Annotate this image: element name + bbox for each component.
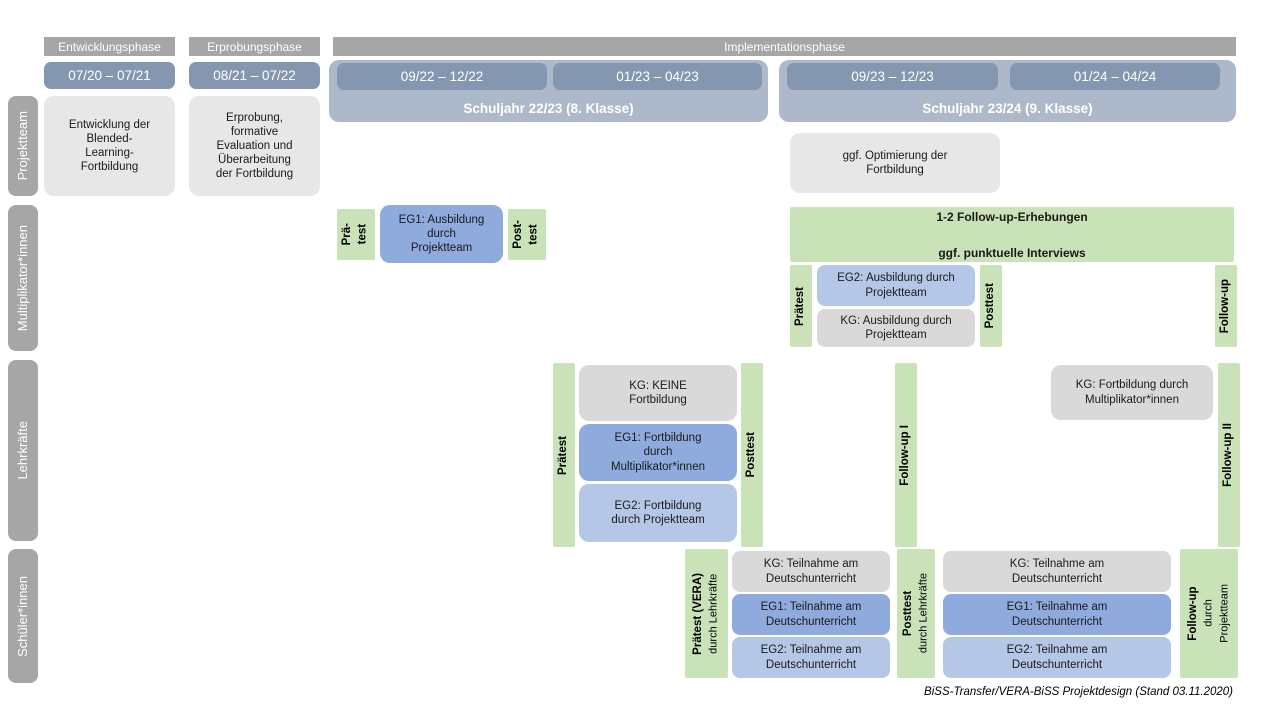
box-kg-teilnahme-2: KG: Teilnahme am Deutschunterricht [943, 551, 1171, 592]
diagram-caption: BiSS-Transfer/VERA-BiSS Projektdesign (S… [924, 686, 1233, 698]
schoolyear-2324-container: 09/23 – 12/23 01/24 – 04/24 Schuljahr 23… [779, 60, 1236, 122]
box-kg-teilnahme-1: KG: Teilnahme am Deutschunterricht [732, 551, 890, 592]
posttest2-text: Posttest [984, 283, 997, 329]
bar-praetest-multiplikatoren-2223: Prä- test [337, 209, 375, 260]
date-bar-0123-0423: 01/23 – 04/23 [553, 63, 762, 90]
followup-schueler-line1: Follow-up [1186, 586, 1199, 641]
box-optimierung-fortbildung: ggf. Optimierung der Fortbildung [790, 133, 1000, 193]
praetest-lehrkraefte-text: Prätest [557, 435, 570, 475]
schoolyear-2324-label: Schuljahr 23/24 (9. Klasse) [922, 101, 1093, 116]
row-label-multiplikatoren-text: Multiplikator*innen [15, 224, 31, 332]
followup-erhebungen-line1: 1-2 Follow-up-Erhebungen [936, 209, 1088, 224]
bar-followup-multiplikatoren: Follow-up [1215, 265, 1237, 347]
praetest-vera-line2: durch Lehrkräfte [707, 573, 720, 654]
posttest-line2: test [528, 224, 540, 245]
box-eg2-teilnahme-2: EG2: Teilnahme am Deutschunterricht [943, 637, 1171, 678]
row-label-projektteam-text: Projektteam [15, 111, 31, 181]
praetest-line1: Prä- [341, 223, 354, 246]
box-eg2-fortbildung-projektteam: EG2: Fortbildung durch Projektteam [579, 484, 737, 542]
praetest-line2: test [357, 224, 369, 245]
date-bar-0821-0722: 08/21 – 07/22 [189, 62, 320, 89]
schoolyear-2223-label: Schuljahr 22/23 (8. Klasse) [463, 101, 634, 116]
box-eg1-fortbildung-multiplikatoren: EG1: Fortbildung durch Multiplikator*inn… [579, 424, 737, 481]
box-followup-erhebungen: 1-2 Follow-up-Erhebungen ggf. punktuelle… [790, 207, 1234, 262]
followup-schueler-line2: durch [1202, 599, 1215, 628]
row-label-lehrkraefte: Lehrkräfte [8, 360, 38, 541]
date-bar-0923-1223: 09/23 – 12/23 [787, 63, 998, 90]
bar-posttest-schueler: Posttest durch Lehrkräfte [897, 549, 935, 678]
bar-posttest-multiplikatoren-2324: Posttest [980, 265, 1002, 347]
posttest-schueler-line2: durch Lehrkräfte [917, 573, 930, 654]
box-kg-ausbildung-projektteam: KG: Ausbildung durch Projektteam [817, 309, 975, 347]
box-eg2-teilnahme-1: EG2: Teilnahme am Deutschunterricht [732, 637, 890, 678]
bar-praetest-vera-schueler: Prätest (VERA) durch Lehrkräfte [685, 549, 728, 678]
box-entwicklung-fortbildung: Entwicklung der Blended- Learning- Fortb… [44, 96, 175, 196]
bar-posttest-lehrkraefte: Posttest [741, 363, 763, 547]
praetest2-text: Prätest [794, 286, 807, 326]
row-label-schueler-text: Schüler*innen [15, 575, 31, 657]
date-bar-0124-0424: 01/24 – 04/24 [1010, 63, 1220, 90]
schoolyear-2223-container: 09/22 – 12/22 01/23 – 04/23 Schuljahr 22… [329, 60, 768, 122]
row-label-lehrkraefte-text: Lehrkräfte [15, 421, 31, 480]
phase-bar-erprobungsphase: Erprobungsphase [189, 37, 320, 56]
box-eg1-teilnahme-1: EG1: Teilnahme am Deutschunterricht [732, 594, 890, 635]
box-kg-keine-fortbildung: KG: KEINE Fortbildung [579, 365, 737, 421]
bar-posttest-multiplikatoren-2223: Post- test [508, 209, 546, 260]
followup1-text: Follow-up I [899, 424, 912, 486]
date-bar-0720-0721: 07/20 – 07/21 [44, 62, 175, 89]
followup-schueler-line3: Projektteam [1218, 584, 1231, 643]
box-erprobung-evaluation: Erprobung, formative Evaluation und Über… [189, 96, 320, 196]
date-bar-0922-1222: 09/22 – 12/22 [337, 63, 547, 90]
bar-followup1-lehrkraefte: Follow-up I [895, 363, 917, 547]
followup-multiplikatoren-text: Follow-up [1219, 278, 1232, 334]
posttest-schueler-line1: Posttest [901, 590, 914, 637]
bar-followup-schueler: Follow-up durch Projektteam [1180, 549, 1238, 678]
box-eg2-ausbildung-projektteam: EG2: Ausbildung durch Projektteam [817, 265, 975, 306]
praetest-vera-line1: Prätest (VERA) [692, 572, 705, 655]
row-label-projektteam: Projektteam [8, 96, 38, 196]
row-label-multiplikatoren: Multiplikator*innen [8, 205, 38, 351]
posttest-line1: Post- [512, 220, 525, 249]
box-eg1-teilnahme-2: EG1: Teilnahme am Deutschunterricht [943, 594, 1171, 635]
bar-praetest-lehrkraefte: Prätest [553, 363, 575, 547]
followup-erhebungen-line2: ggf. punktuelle Interviews [938, 245, 1086, 260]
box-eg1-ausbildung-projektteam: EG1: Ausbildung durch Projektteam [380, 205, 503, 263]
row-label-schueler: Schüler*innen [8, 549, 38, 683]
box-kg-fortbildung-multiplikatoren: KG: Fortbildung durch Multiplikator*inne… [1051, 365, 1213, 420]
phase-bar-entwicklungsphase: Entwicklungsphase [44, 37, 175, 56]
phase-bar-implementationsphase: Implementationsphase [333, 37, 1236, 56]
followup2-text: Follow-up II [1222, 423, 1235, 487]
bar-praetest-multiplikatoren-2324: Prätest [790, 265, 812, 347]
bar-followup2-lehrkraefte: Follow-up II [1218, 363, 1240, 547]
posttest-lehrkraefte-text: Posttest [745, 432, 758, 478]
